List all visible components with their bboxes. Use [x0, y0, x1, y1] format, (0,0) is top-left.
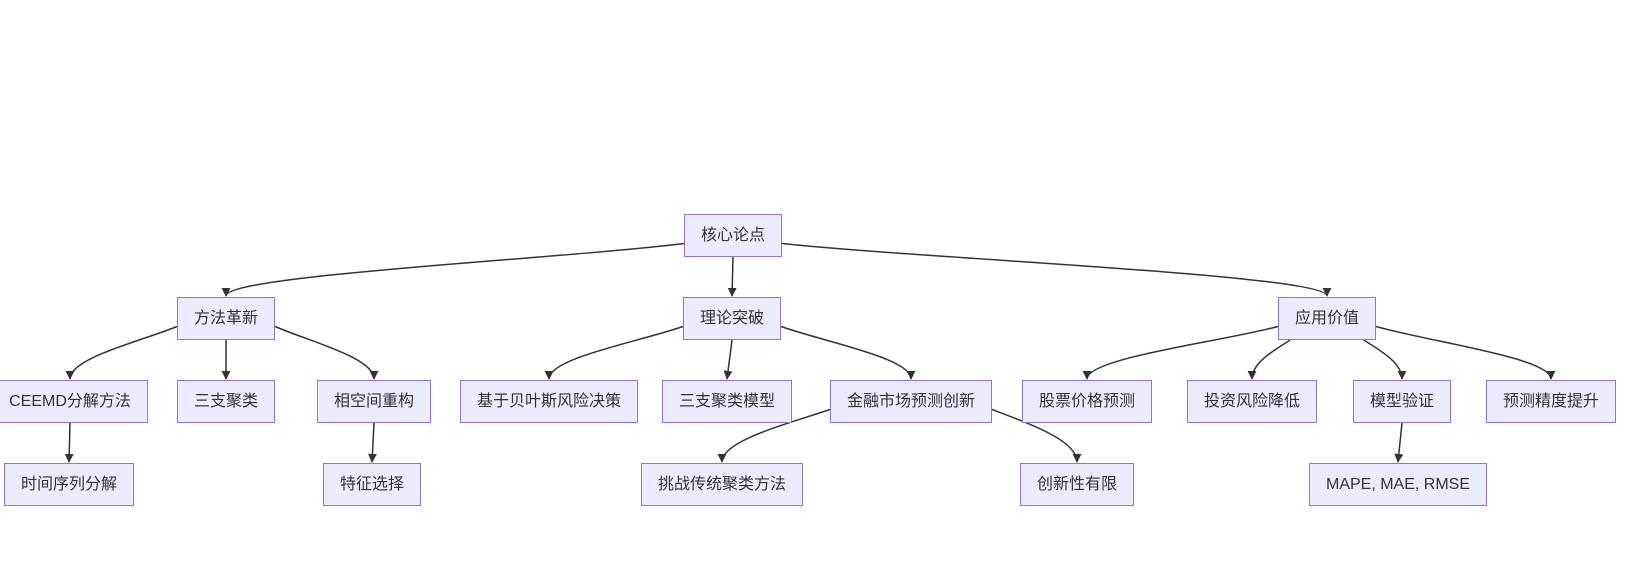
edge-method-innovation-to-phase-space-recon [274, 325, 379, 380]
node-financial-innovation: 金融市场预测创新 [829, 380, 993, 423]
node-feature-selection: 特征选择 [322, 463, 422, 506]
edge-phase-space-recon-to-feature-selection [367, 422, 377, 463]
node-investment-risk: 投资风险降低 [1186, 380, 1318, 423]
edge-method-innovation-to-ceemd-decomposition [65, 325, 178, 380]
edge-core-thesis-to-theory-breakthrough [727, 256, 737, 297]
node-core-thesis: 核心论点 [683, 214, 783, 257]
edge-theory-breakthrough-to-three-way-model [723, 339, 733, 380]
node-three-way-clustering: 三支聚类 [176, 380, 276, 423]
node-three-way-model: 三支聚类模型 [661, 380, 793, 423]
node-bayes-risk-decision: 基于贝叶斯风险决策 [459, 380, 639, 423]
node-ceemd-decomposition: CEEMD分解方法 [0, 380, 148, 423]
node-challenge-clustering: 挑战传统聚类方法 [640, 463, 804, 506]
node-application-value: 应用价值 [1277, 297, 1377, 340]
edge-core-thesis-to-application-value [781, 242, 1332, 297]
node-time-series-decomp: 时间序列分解 [3, 463, 135, 506]
node-method-innovation: 方法革新 [176, 297, 276, 340]
node-phase-space-recon: 相空间重构 [316, 380, 432, 423]
edge-theory-breakthrough-to-financial-innovation [780, 325, 916, 380]
edge-theory-breakthrough-to-bayes-risk-decision [544, 325, 684, 380]
edge-application-value-to-stock-price-predict [1082, 325, 1279, 380]
edge-core-thesis-to-method-innovation [221, 242, 685, 297]
edge-application-value-to-accuracy-improvement [1375, 325, 1556, 380]
node-error-metrics: MAPE, MAE, RMSE [1308, 463, 1488, 506]
node-theory-breakthrough: 理论突破 [682, 297, 782, 340]
node-limited-novelty: 创新性有限 [1019, 463, 1135, 506]
edge-ceemd-decomposition-to-time-series-decomp [64, 422, 74, 463]
edge-application-value-to-model-validation [1363, 339, 1407, 380]
edge-application-value-to-investment-risk [1247, 339, 1291, 380]
node-accuracy-improvement: 预测精度提升 [1485, 380, 1617, 423]
edge-model-validation-to-error-metrics [1394, 422, 1404, 463]
node-stock-price-predict: 股票价格预测 [1021, 380, 1153, 423]
node-model-validation: 模型验证 [1352, 380, 1452, 423]
